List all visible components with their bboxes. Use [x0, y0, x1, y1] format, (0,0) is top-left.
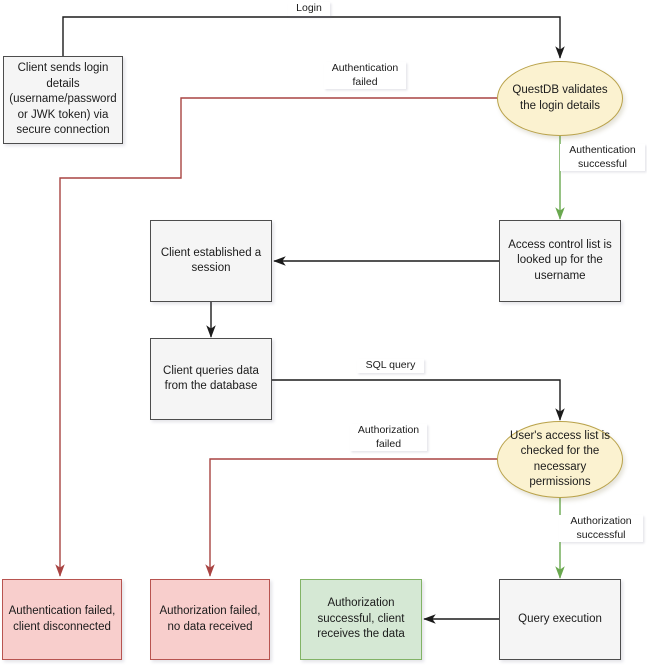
- node-authorization-failed[interactable]: Authorization failed, no data received: [150, 579, 270, 660]
- edge-login: [62, 16, 565, 59]
- edge-sql-query: [271, 379, 565, 421]
- node-questdb-validates[interactable]: QuestDB validates the login details: [497, 61, 623, 136]
- edge-authorization-failed: [205, 458, 497, 577]
- node-acl-permission-check-label: User's access list is checked for the ne…: [510, 429, 610, 489]
- node-acl-permission-check[interactable]: User's access list is checked for the ne…: [497, 421, 623, 498]
- node-acl-lookup-label: Access control list is looked up for the…: [508, 238, 612, 282]
- node-client-sends-login[interactable]: Client sends login details (username/pas…: [3, 56, 123, 144]
- node-acl-lookup[interactable]: Access control list is looked up for the…: [499, 220, 621, 302]
- edge-label-login: Login: [288, 2, 330, 16]
- edge-label-authentication-failed: Authentication failed: [324, 62, 406, 89]
- node-authorization-successful-label: Authorization successful, client receive…: [317, 597, 405, 641]
- node-questdb-validates-label: QuestDB validates the login details: [512, 84, 608, 112]
- node-session-established[interactable]: Client established a session: [150, 220, 272, 302]
- node-client-queries-data-label: Client queries data from the database: [163, 364, 259, 393]
- edge-label-authorization-successful: Authorization successful: [559, 515, 643, 542]
- edge-label-authentication-successful: Authentication successful: [560, 144, 645, 171]
- node-query-execution-label: Query execution: [518, 612, 602, 625]
- node-authorization-failed-label: Authorization failed, no data received: [159, 605, 261, 633]
- node-session-established-label: Client established a session: [160, 246, 262, 275]
- node-query-execution[interactable]: Query execution: [499, 579, 621, 660]
- edge-label-sql-query: SQL query: [357, 359, 424, 373]
- node-authentication-failed-label: Authentication failed, client disconnect…: [8, 605, 116, 633]
- node-client-queries-data[interactable]: Client queries data from the database: [150, 338, 272, 420]
- edge-authentication-failed: [55, 97, 497, 577]
- edge-label-authorization-failed: Authorization failed: [350, 424, 427, 451]
- node-authorization-successful[interactable]: Authorization successful, client receive…: [300, 579, 422, 660]
- node-client-sends-login-label: Client sends login details (username/pas…: [9, 62, 117, 137]
- node-authentication-failed[interactable]: Authentication failed, client disconnect…: [2, 579, 122, 660]
